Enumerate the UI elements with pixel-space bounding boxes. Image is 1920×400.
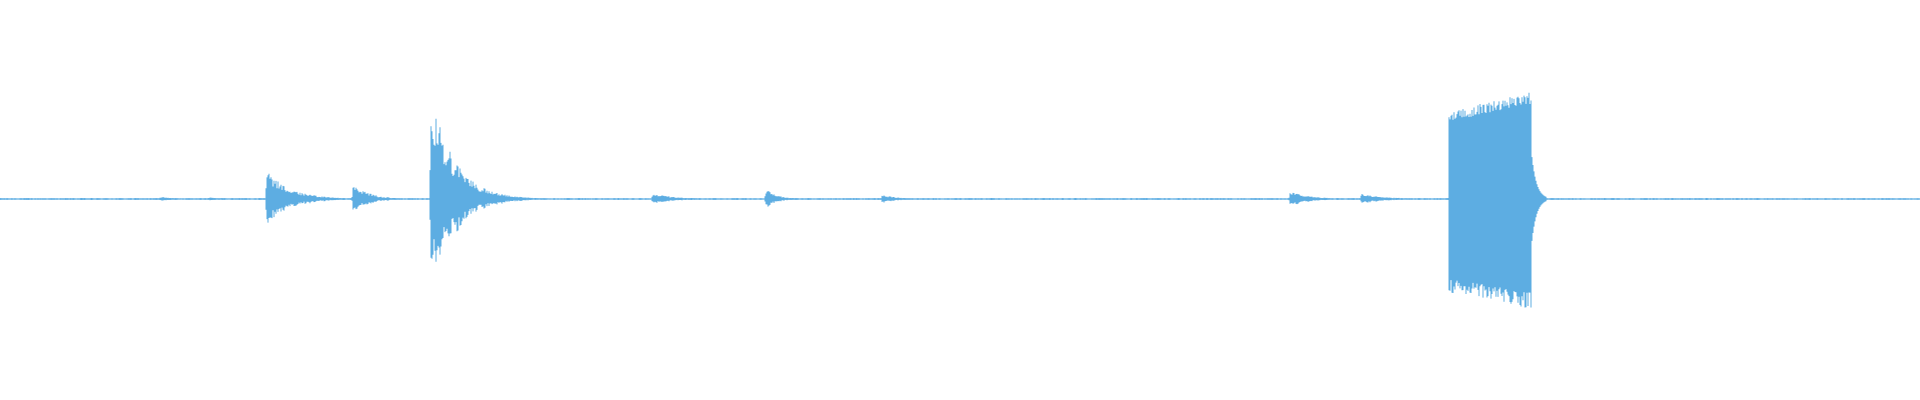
waveform-signal [0,92,1920,308]
